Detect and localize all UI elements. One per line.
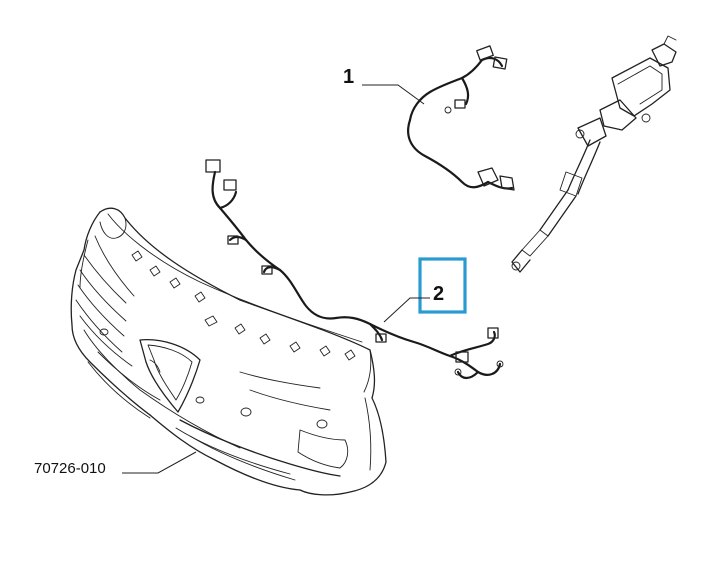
callout-number-2: 2 [433, 283, 444, 305]
callout-number-1: 1 [343, 66, 354, 88]
steering-column [511, 35, 677, 273]
leader-line-2 [383, 297, 430, 323]
wiring-harness-part2[interactable] [205, 159, 504, 380]
leader-line-bumper [122, 451, 197, 474]
callout-bumper: 70726-010 [34, 451, 197, 477]
callout-2: 2 [383, 257, 467, 323]
front-bumper[interactable] [70, 207, 387, 496]
leader-line-1 [362, 84, 425, 105]
bumper-part-code: 70726-010 [34, 460, 106, 477]
callout-1: 1 [343, 66, 425, 105]
highlight-box [418, 257, 467, 314]
wiring-harness-part1[interactable] [407, 45, 515, 191]
